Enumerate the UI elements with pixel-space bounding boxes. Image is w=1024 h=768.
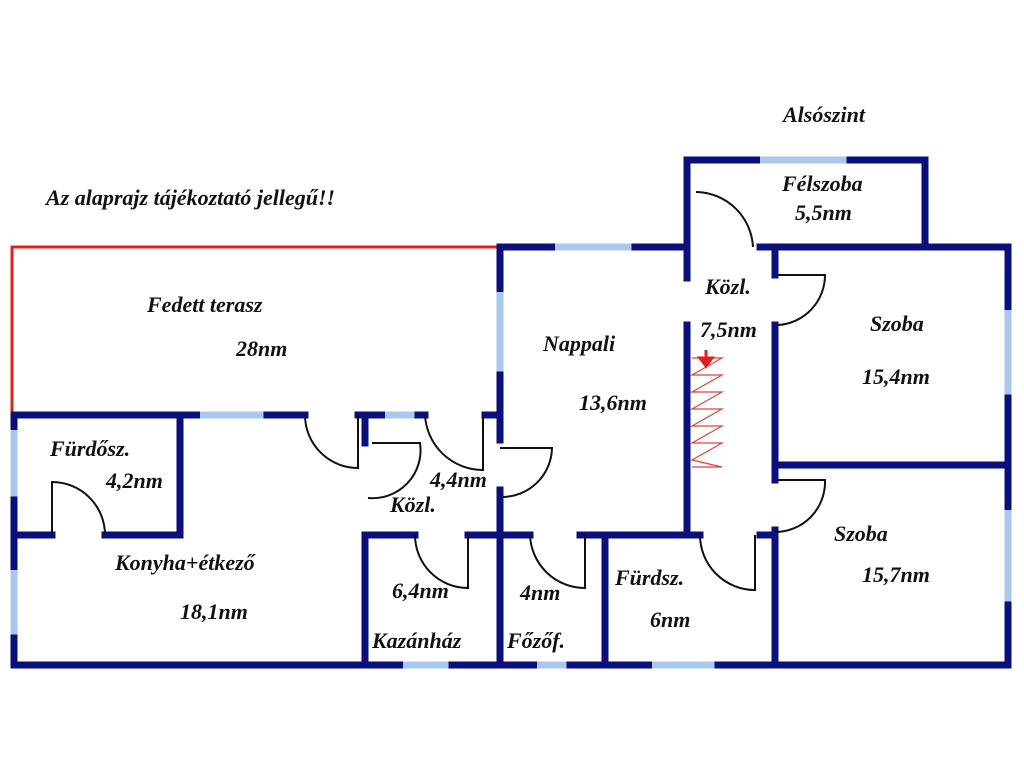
living-name: Nappali	[542, 331, 616, 356]
boiler-name: Kazánház	[371, 628, 462, 653]
doors	[51, 190, 827, 592]
walls	[10, 156, 1012, 669]
room1-name: Szoba	[870, 311, 924, 336]
bath-name: Fürdsz.	[614, 565, 684, 590]
bath-small-area: 4,2nm	[105, 468, 163, 493]
room2-name: Szoba	[834, 521, 888, 546]
cooking-area: 4nm	[519, 580, 560, 605]
kitchen-name: Konyha+étkező	[114, 550, 257, 575]
bath-small-name: Fürdősz.	[49, 436, 130, 461]
level-label: Alsószint	[781, 102, 866, 127]
half-room-name: Félszoba	[781, 171, 863, 196]
disclaimer: Az alaprajz tájékoztató jellegű!!	[44, 185, 335, 210]
kitchen-area: 18,1nm	[180, 599, 248, 624]
terrace-area: 28nm	[235, 336, 287, 361]
hall-area: 7,5nm	[700, 317, 757, 342]
staircase-icon	[689, 350, 725, 468]
boiler-area: 6,4nm	[392, 578, 449, 603]
living-area: 13,6nm	[579, 390, 647, 415]
bath-area: 6nm	[650, 607, 690, 632]
hall-small-area: 4,4nm	[429, 467, 487, 492]
down-arrow-icon	[697, 350, 715, 369]
cooking-name: Főzőf.	[506, 628, 565, 653]
room2-area: 15,7nm	[862, 562, 930, 587]
terrace-name: Fedett terasz	[146, 292, 263, 317]
half-room-area: 5,5nm	[795, 200, 852, 225]
room1-area: 15,4nm	[862, 364, 930, 389]
terrace-edge	[10, 245, 500, 415]
hall-name: Közl.	[704, 274, 751, 299]
hall-small-name: Közl.	[389, 492, 436, 517]
